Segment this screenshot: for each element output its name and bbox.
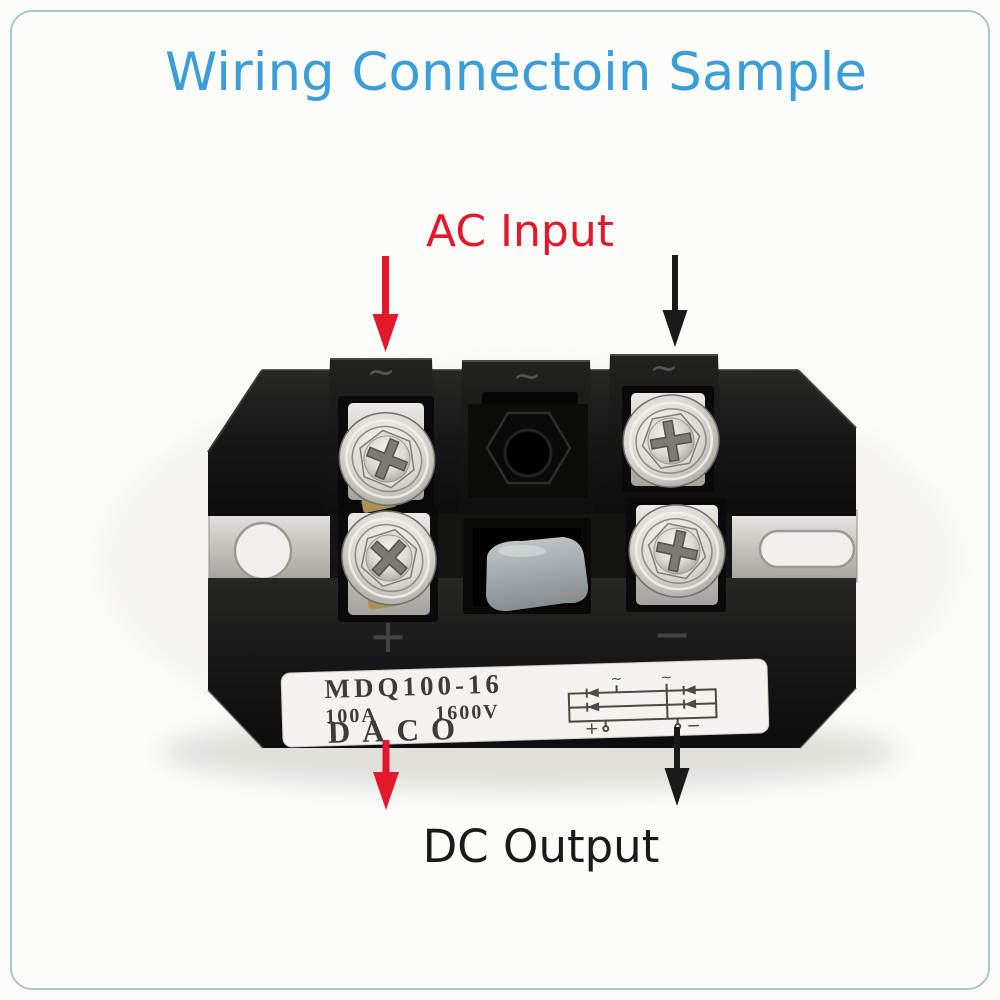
ac-mark-right: ~ [650, 348, 679, 388]
current-rating-text: 100A [325, 704, 378, 728]
bridge-schematic: ~ ~ + − [567, 670, 718, 739]
gel-window [463, 518, 591, 614]
middle-slot [482, 392, 578, 406]
mounting-hole [233, 521, 293, 581]
model-text: MDQ100-16 [324, 669, 503, 704]
schematic-ac-mark-1: ~ [610, 671, 622, 687]
voltage-rating-text: 1600V [435, 701, 500, 725]
ac-mark-left: ~ [367, 352, 396, 392]
ac-mark-middle: ~ [513, 356, 542, 396]
rectifier-module: ~ ~ ~ [207, 348, 858, 750]
schematic-plus-mark: + [584, 719, 599, 739]
schematic-minus-mark: − [686, 716, 701, 736]
mounting-slot [758, 529, 856, 569]
ac-input-label: AC Input [426, 206, 614, 257]
hex-hole [503, 428, 553, 478]
minus-terminal-mark: − [653, 607, 692, 661]
dc-output-label: DC Output [422, 820, 660, 873]
mounting-tab-left [208, 505, 334, 583]
schematic-ac-mark-2: ~ [660, 670, 672, 686]
dc-output-arrow-red [373, 740, 399, 810]
ac-terminal-middle: ~ [458, 356, 594, 514]
mounting-tab-right [726, 509, 858, 583]
page-title: Wiring Connectoin Sample [164, 42, 868, 103]
product-label: MDQ100-16 100A 1600V DACO ~ ~ [280, 658, 770, 750]
brand-text: DACO [327, 711, 467, 750]
ac-input-arrow-red [372, 256, 399, 352]
plus-terminal-mark: + [369, 609, 408, 663]
ac-input-arrow-black [662, 255, 688, 347]
dc-output-arrow-black [664, 727, 690, 806]
